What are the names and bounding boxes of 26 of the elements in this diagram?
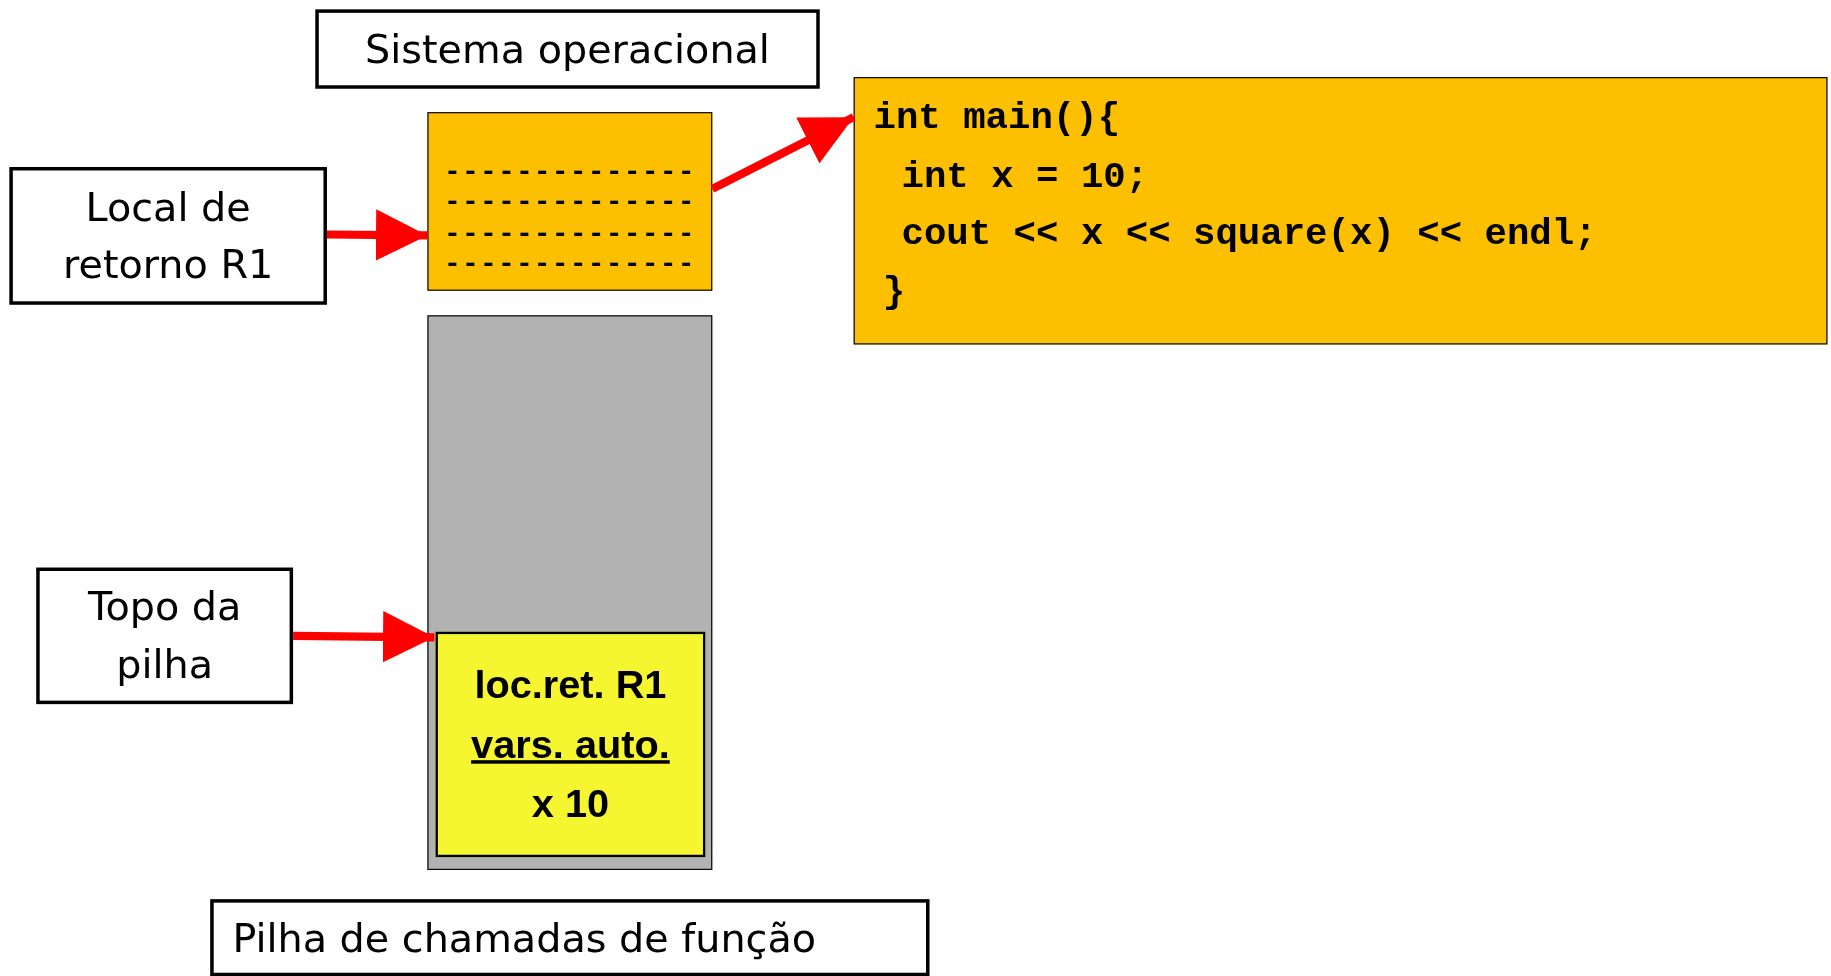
stack-frame <box>435 631 706 858</box>
box-label: Topo da pilha <box>86 581 243 690</box>
frame-text: x 10 <box>531 780 610 828</box>
box-label: Local de retorno R1 <box>62 182 275 290</box>
code-box <box>853 77 1828 345</box>
box-label: Pilha de chamadas de função <box>232 913 817 962</box>
arrow <box>293 611 435 663</box>
placeholder-line: -------------- <box>443 249 696 281</box>
code-line: int x = 10; <box>900 153 1149 201</box>
label-box <box>315 9 820 89</box>
label-box <box>36 567 294 705</box>
label-box <box>210 899 930 976</box>
code-line: } <box>881 269 906 316</box>
label-box <box>9 167 327 305</box>
box-label: Sistema operacional <box>365 25 770 73</box>
stack-box <box>427 315 713 870</box>
placeholder-line: -------------- <box>443 157 696 189</box>
code-line: int main(){ <box>873 95 1121 143</box>
placeholder-line: -------------- <box>443 188 696 219</box>
arrow <box>326 209 428 261</box>
memory-block <box>427 112 713 291</box>
code-line: cout << x << square(x) << endl; <box>900 211 1597 258</box>
placeholder-line: -------------- <box>443 218 696 250</box>
arrow <box>710 113 856 193</box>
frame-text: vars. auto. <box>471 720 670 769</box>
frame-text: loc.ret. R1 <box>474 661 667 709</box>
